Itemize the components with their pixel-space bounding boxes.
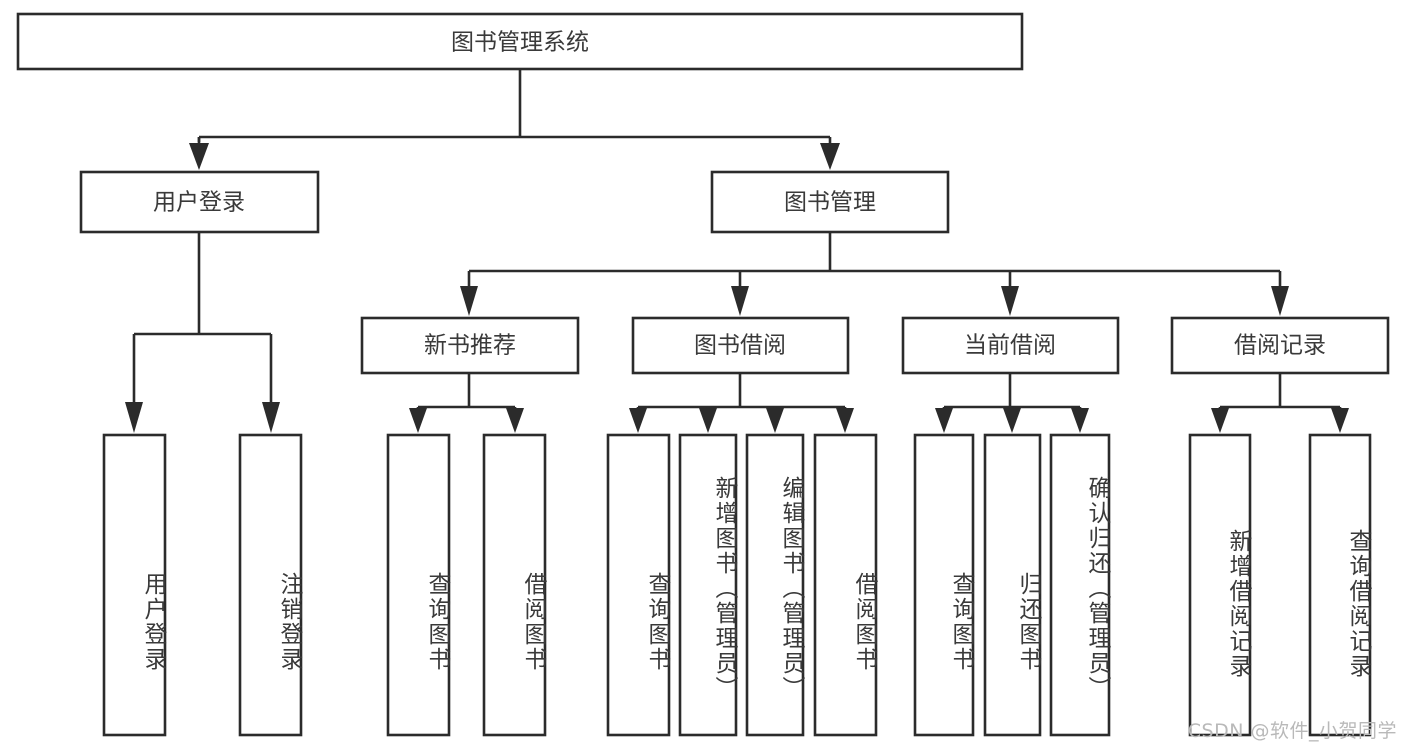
- node-root-label: 图书管理系统: [451, 30, 589, 56]
- arrowhead-book-management: [820, 143, 840, 170]
- arrowhead-leaf-add-book-admin: [699, 408, 717, 433]
- node-leaf-borrow-book-recommend-rect[interactable]: [482, 433, 547, 737]
- arrowhead-leaf-borrow-book-recommend: [506, 408, 524, 433]
- node-root[interactable]: 图书管理系统: [16, 12, 1024, 71]
- arrowhead-leaf-confirm-return-admin: [1071, 408, 1089, 433]
- arrowhead-leaf-edit-book-admin: [766, 408, 784, 433]
- arrowhead-leaf-query-book-current: [935, 408, 953, 433]
- arrowhead-borrow-records: [1271, 286, 1289, 316]
- connector-layer: [125, 69, 1349, 433]
- node-leaf-add-book-admin-rect[interactable]: [678, 433, 738, 737]
- arrowhead-leaf-logout: [262, 402, 280, 433]
- node-user-login[interactable]: 用户登录: [79, 170, 320, 234]
- node-leaf-query-book-recommend-rect[interactable]: [386, 433, 451, 737]
- node-new-book-recommend[interactable]: 新书推荐: [360, 316, 580, 375]
- node-book-management[interactable]: 图书管理: [710, 170, 950, 234]
- watermark-text: CSDN @软件_小贺同学: [1187, 720, 1397, 742]
- node-borrow-records-rect[interactable]: [1170, 316, 1390, 375]
- node-layer: 图书管理系统 用户登录 图书管理 新书推荐 图书借阅 当前: [16, 12, 1390, 737]
- arrowhead-leaf-query-book-borrow: [629, 408, 647, 433]
- node-leaf-borrow-book-rect[interactable]: [813, 433, 878, 737]
- node-book-borrow-rect[interactable]: [631, 316, 850, 375]
- node-book-management-rect[interactable]: [710, 170, 950, 234]
- node-root-rect[interactable]: [16, 12, 1024, 71]
- node-leaf-return-book-rect[interactable]: [983, 433, 1042, 737]
- arrowhead-leaf-query-borrow-record: [1331, 408, 1349, 433]
- node-current-borrow-rect[interactable]: [901, 316, 1120, 375]
- node-user-login-label: 用户登录: [153, 190, 245, 216]
- node-leaf-query-book-current-rect[interactable]: [913, 433, 975, 737]
- arrowhead-leaf-borrow-book: [836, 408, 854, 433]
- node-borrow-records-label: 借阅记录: [1234, 333, 1326, 359]
- node-current-borrow[interactable]: 当前借阅: [901, 316, 1120, 375]
- node-book-borrow-label: 图书借阅: [694, 333, 786, 359]
- arrowhead-user-login: [189, 143, 209, 170]
- node-user-login-rect[interactable]: [79, 170, 320, 234]
- arrowhead-current-borrow: [1001, 286, 1019, 316]
- arrowhead-book-borrow: [731, 286, 749, 316]
- node-leaf-confirm-return-admin-rect[interactable]: [1049, 433, 1111, 737]
- node-current-borrow-label: 当前借阅: [964, 333, 1056, 359]
- node-borrow-records[interactable]: 借阅记录: [1170, 316, 1390, 375]
- node-new-book-recommend-label: 新书推荐: [424, 333, 516, 359]
- node-leaf-add-borrow-record-rect[interactable]: [1188, 433, 1252, 737]
- node-leaf-query-book-borrow-rect[interactable]: [606, 433, 671, 737]
- arrowhead-new-book-recommend: [460, 286, 478, 316]
- node-book-borrow[interactable]: 图书借阅: [631, 316, 850, 375]
- node-leaf-user-login-rect[interactable]: [102, 433, 167, 737]
- arrowhead-leaf-query-book-recommend: [409, 408, 427, 433]
- node-new-book-recommend-rect[interactable]: [360, 316, 580, 375]
- node-leaf-logout-rect[interactable]: [238, 433, 303, 737]
- node-book-management-label: 图书管理: [784, 190, 876, 216]
- node-leaf-edit-book-admin-rect[interactable]: [745, 433, 805, 737]
- arrowhead-leaf-return-book: [1003, 408, 1021, 433]
- node-leaf-query-borrow-record-rect[interactable]: [1308, 433, 1372, 737]
- arrowhead-leaf-user-login: [125, 402, 143, 433]
- arrowhead-leaf-add-borrow-record: [1211, 408, 1229, 433]
